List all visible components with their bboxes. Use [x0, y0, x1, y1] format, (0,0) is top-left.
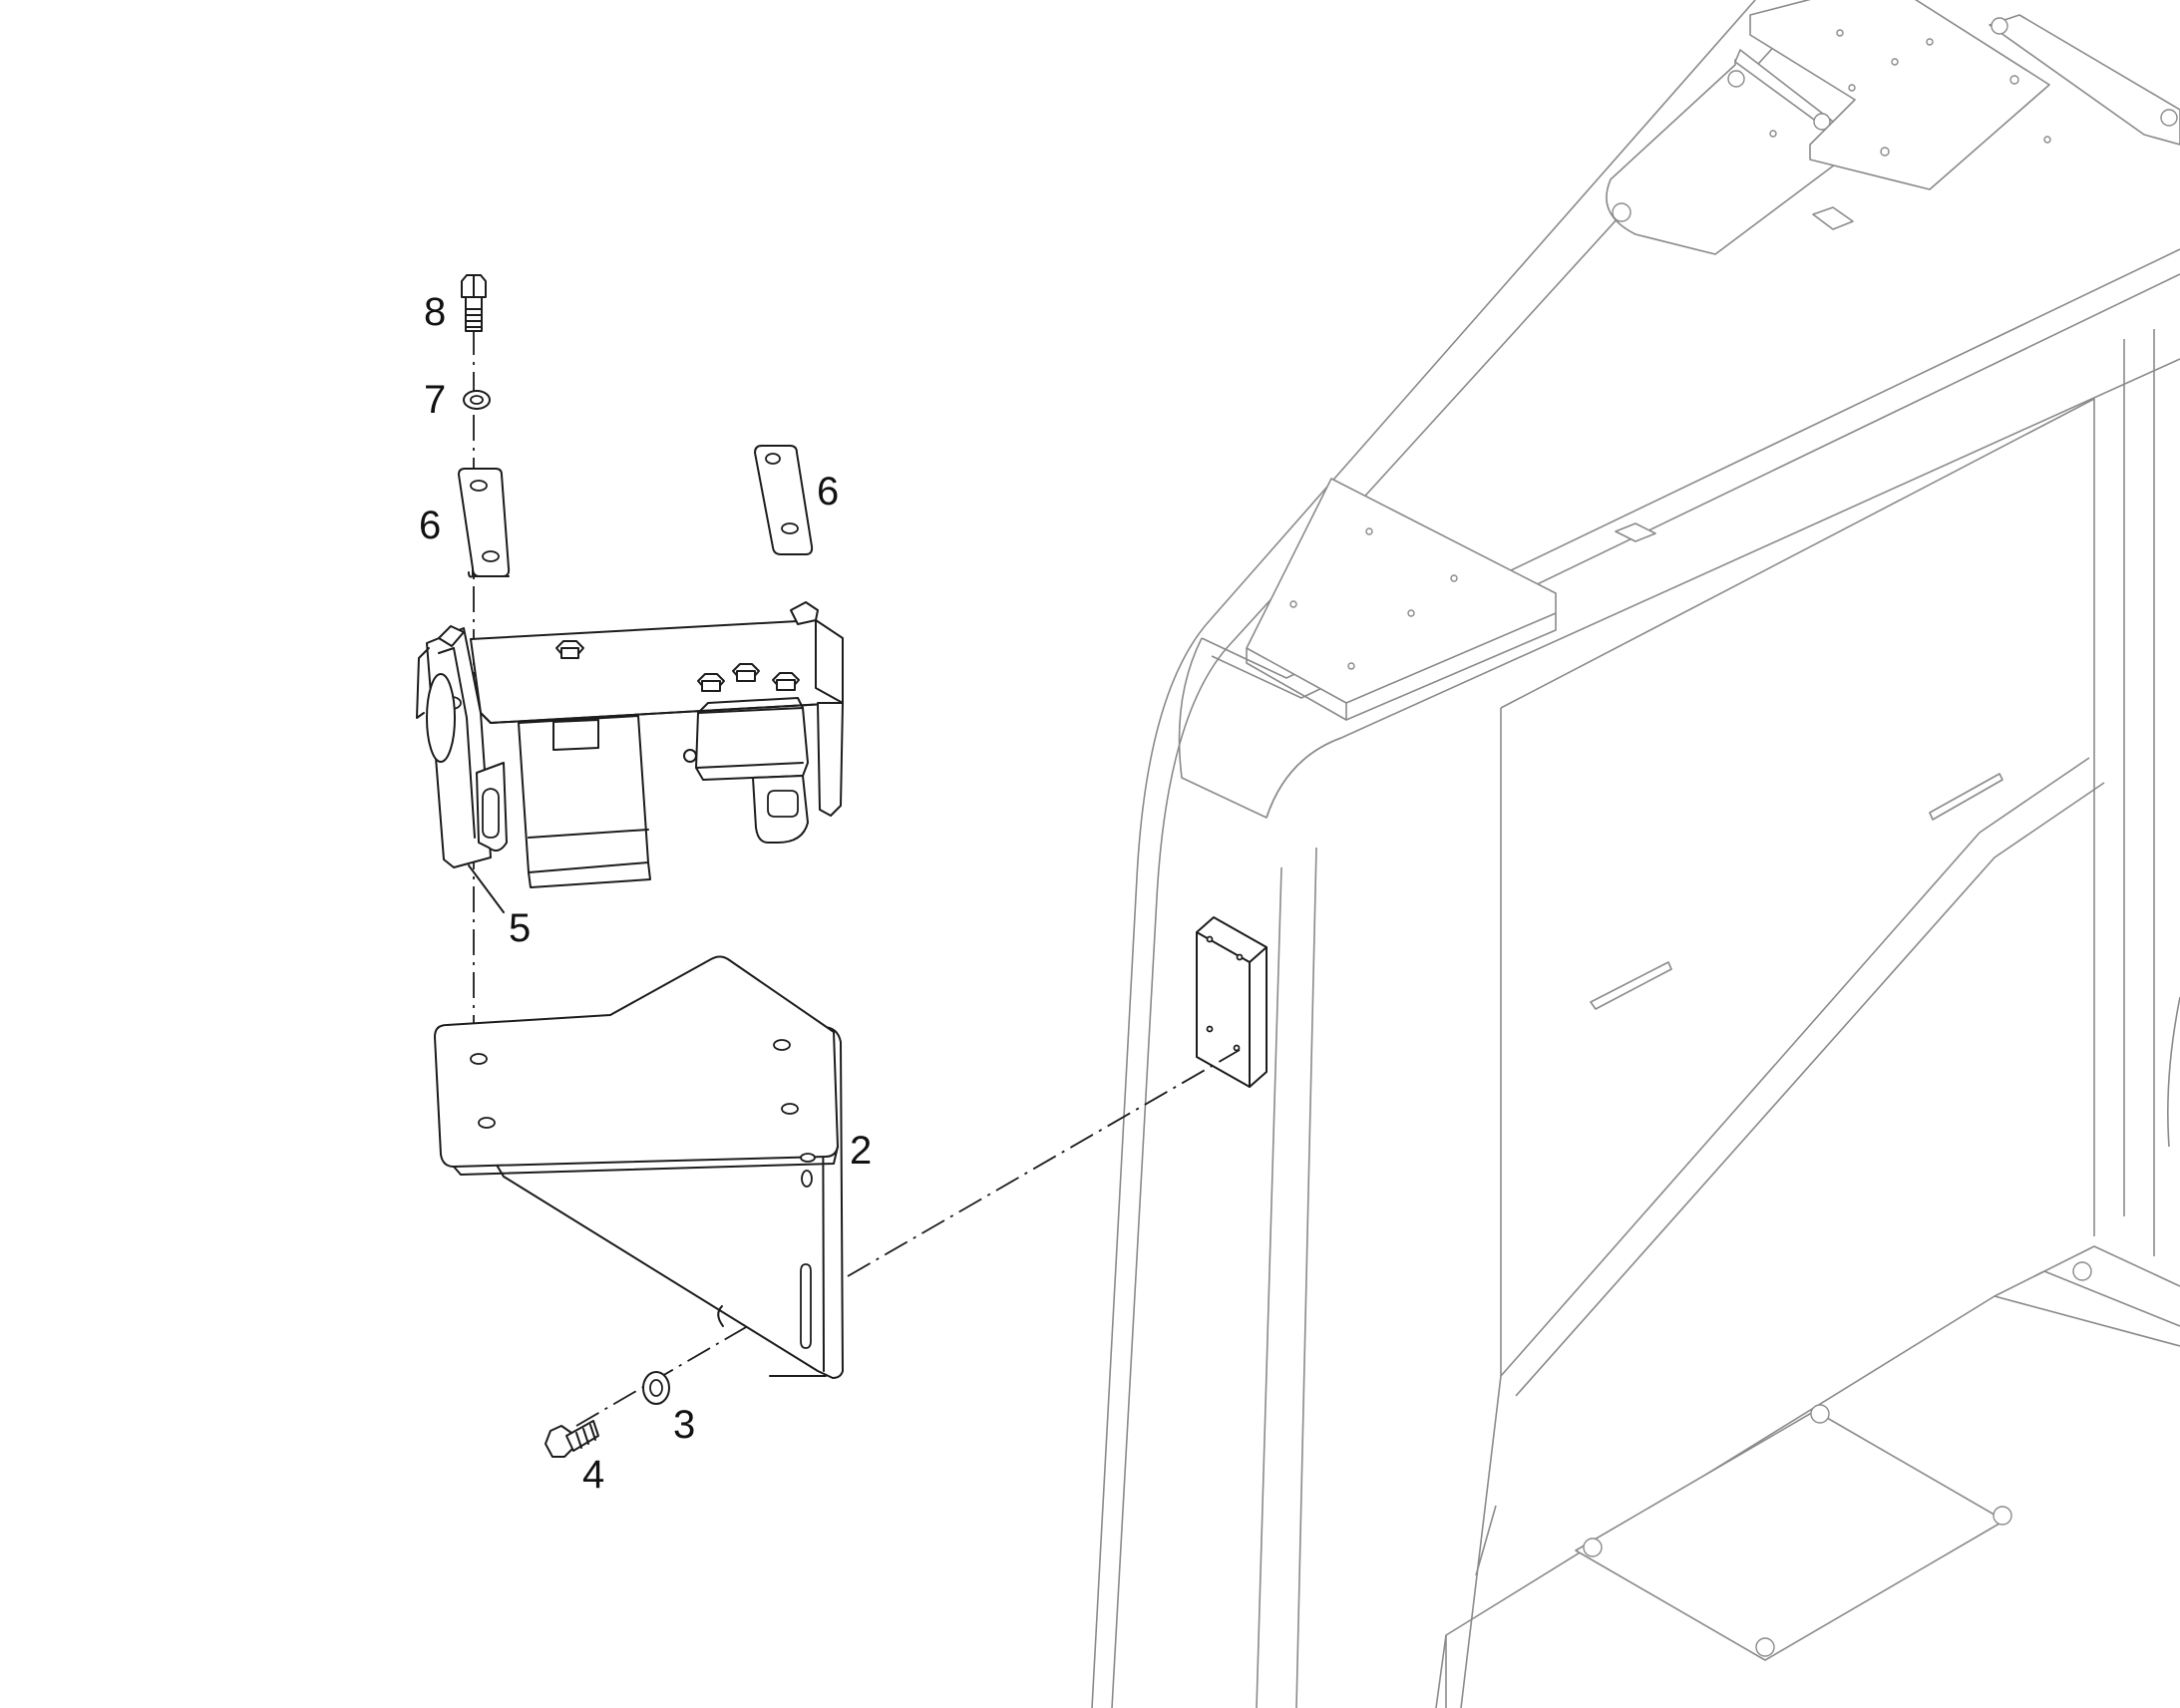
callout-8: 8	[424, 290, 446, 334]
center-lines	[473, 329, 1241, 1427]
callout-3: 3	[673, 1403, 695, 1447]
callout-7: 7	[424, 378, 446, 422]
part-3-flat-washer	[642, 1371, 670, 1405]
hex-nuts	[555, 640, 800, 692]
part-8-bolt	[461, 274, 487, 332]
callout-4: 4	[582, 1453, 604, 1497]
callout-6-right: 6	[817, 470, 839, 513]
part-6-spacer-right	[754, 445, 814, 555]
callout-5: 5	[509, 906, 531, 950]
callout-2: 2	[850, 1129, 872, 1173]
part-2-mounting-bracket	[434, 955, 844, 1379]
part-4-bolt	[545, 1420, 599, 1458]
cab-frame	[1091, 0, 2180, 1708]
roof-plates	[1196, 0, 2180, 1661]
part-5-control-unit	[416, 601, 844, 888]
part-6-spacer-left	[458, 468, 511, 578]
callouts: 8 7 6 6 5 2 3 4	[419, 290, 872, 1497]
callout-6-left: 6	[419, 504, 441, 547]
leader-5	[468, 864, 505, 913]
part-7-washer	[463, 390, 491, 410]
